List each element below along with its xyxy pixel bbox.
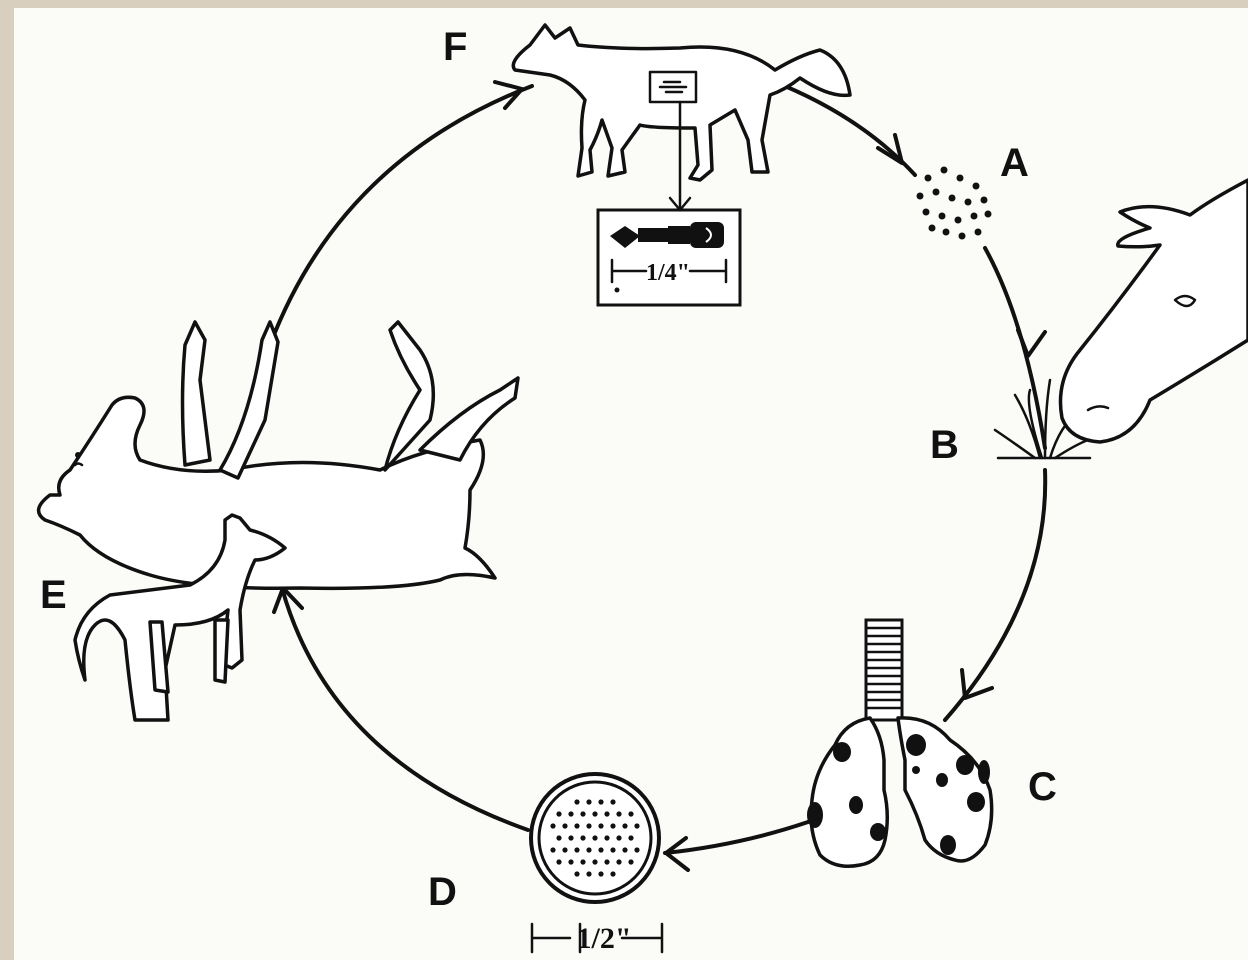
stage-label-a: A [1000,141,1029,185]
cyst-icon [531,774,659,902]
lungs-icon [807,620,992,866]
stage-label-f: F [443,25,467,69]
tapeworm-inset: 1/4" [598,210,740,305]
arrow-b-to-c [945,470,1045,720]
stage-label-c: C [1028,765,1057,809]
arrowhead-c-to-d [666,838,688,870]
arrow-e-to-f [270,86,532,345]
wolf-host-icon [513,25,850,210]
tapeworm-scale-label: 1/4" [646,260,690,286]
stage-label-b: B [930,423,959,467]
horse-head-icon [1060,180,1248,442]
eggs-icon [917,167,992,240]
arrow-d-to-e [282,588,528,830]
stage-label-e: E [40,573,67,617]
stage-label-d: D [428,870,457,914]
cyst-scale-label: 1/2" [577,922,632,955]
arrowhead-b-to-c [962,670,992,698]
cyst-scale: 1/2" [532,922,662,955]
